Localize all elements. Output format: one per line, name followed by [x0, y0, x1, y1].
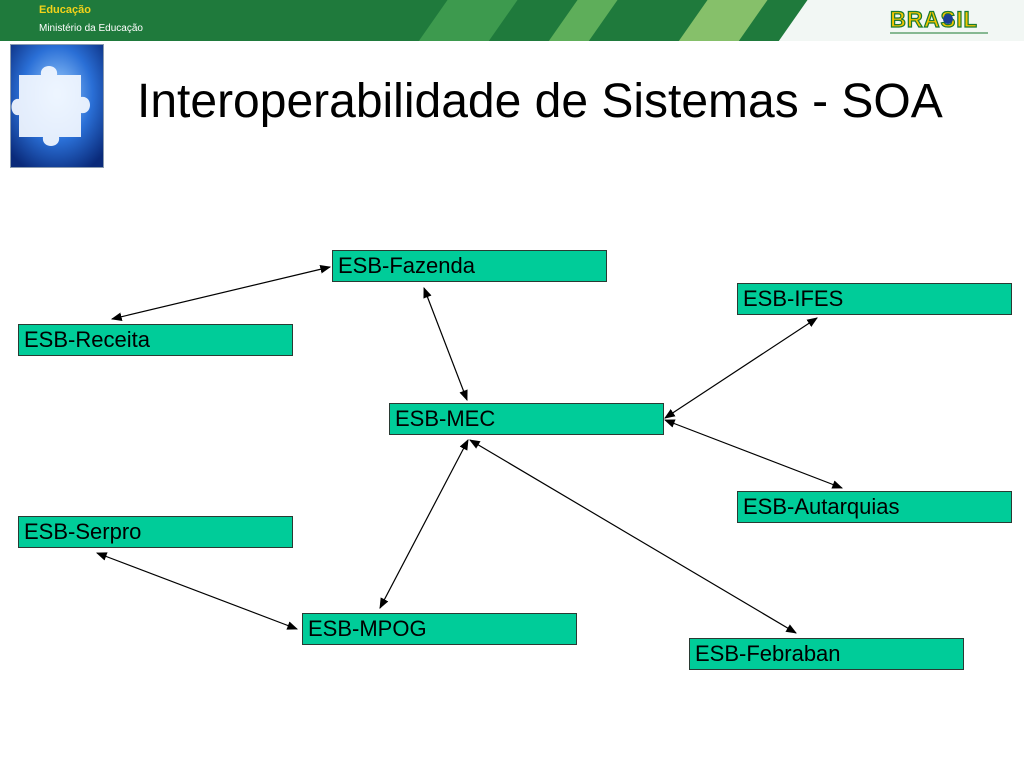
- brasil-logo: BRASIL: [890, 7, 988, 34]
- brasil-logo-text: BRASIL: [890, 7, 978, 32]
- node-esb-serpro: ESB-Serpro: [18, 516, 293, 548]
- arrow-mec-autarquias: [663, 419, 844, 489]
- arrow-mec-ifes: [664, 317, 818, 419]
- arrow-fazenda-receita: [110, 265, 332, 321]
- node-esb-receita: ESB-Receita: [18, 324, 293, 356]
- header-stripe: [405, 0, 525, 41]
- header-stripe: [665, 0, 775, 41]
- arrow-fazenda-mec: [423, 286, 468, 402]
- puzzle-piece-icon: [11, 66, 90, 146]
- brasil-logo-underline: [890, 32, 988, 34]
- node-esb-autarquias: ESB-Autarquias: [737, 491, 1012, 523]
- slide-title: Interoperabilidade de Sistemas - SOA: [137, 75, 943, 128]
- arrow-serpro-mpog: [95, 552, 299, 630]
- header-bar: Educação Ministério da Educação BRASIL: [0, 0, 1024, 41]
- arrow-mec-mpog: [379, 439, 469, 609]
- node-esb-fazenda: ESB-Fazenda: [332, 250, 607, 282]
- arrow-mec-febraban: [469, 439, 797, 634]
- header-stripe: [535, 0, 625, 41]
- node-esb-ifes: ESB-IFES: [737, 283, 1012, 315]
- node-esb-mec: ESB-MEC: [389, 403, 664, 435]
- brasil-logo-globe: [943, 14, 953, 24]
- node-esb-mpog: ESB-MPOG: [302, 613, 577, 645]
- brand-subtitle: Ministério da Educação: [39, 23, 143, 34]
- brand-title: Educação: [39, 4, 91, 16]
- puzzle-piece-image: [10, 44, 104, 168]
- node-esb-febraban: ESB-Febraban: [689, 638, 964, 670]
